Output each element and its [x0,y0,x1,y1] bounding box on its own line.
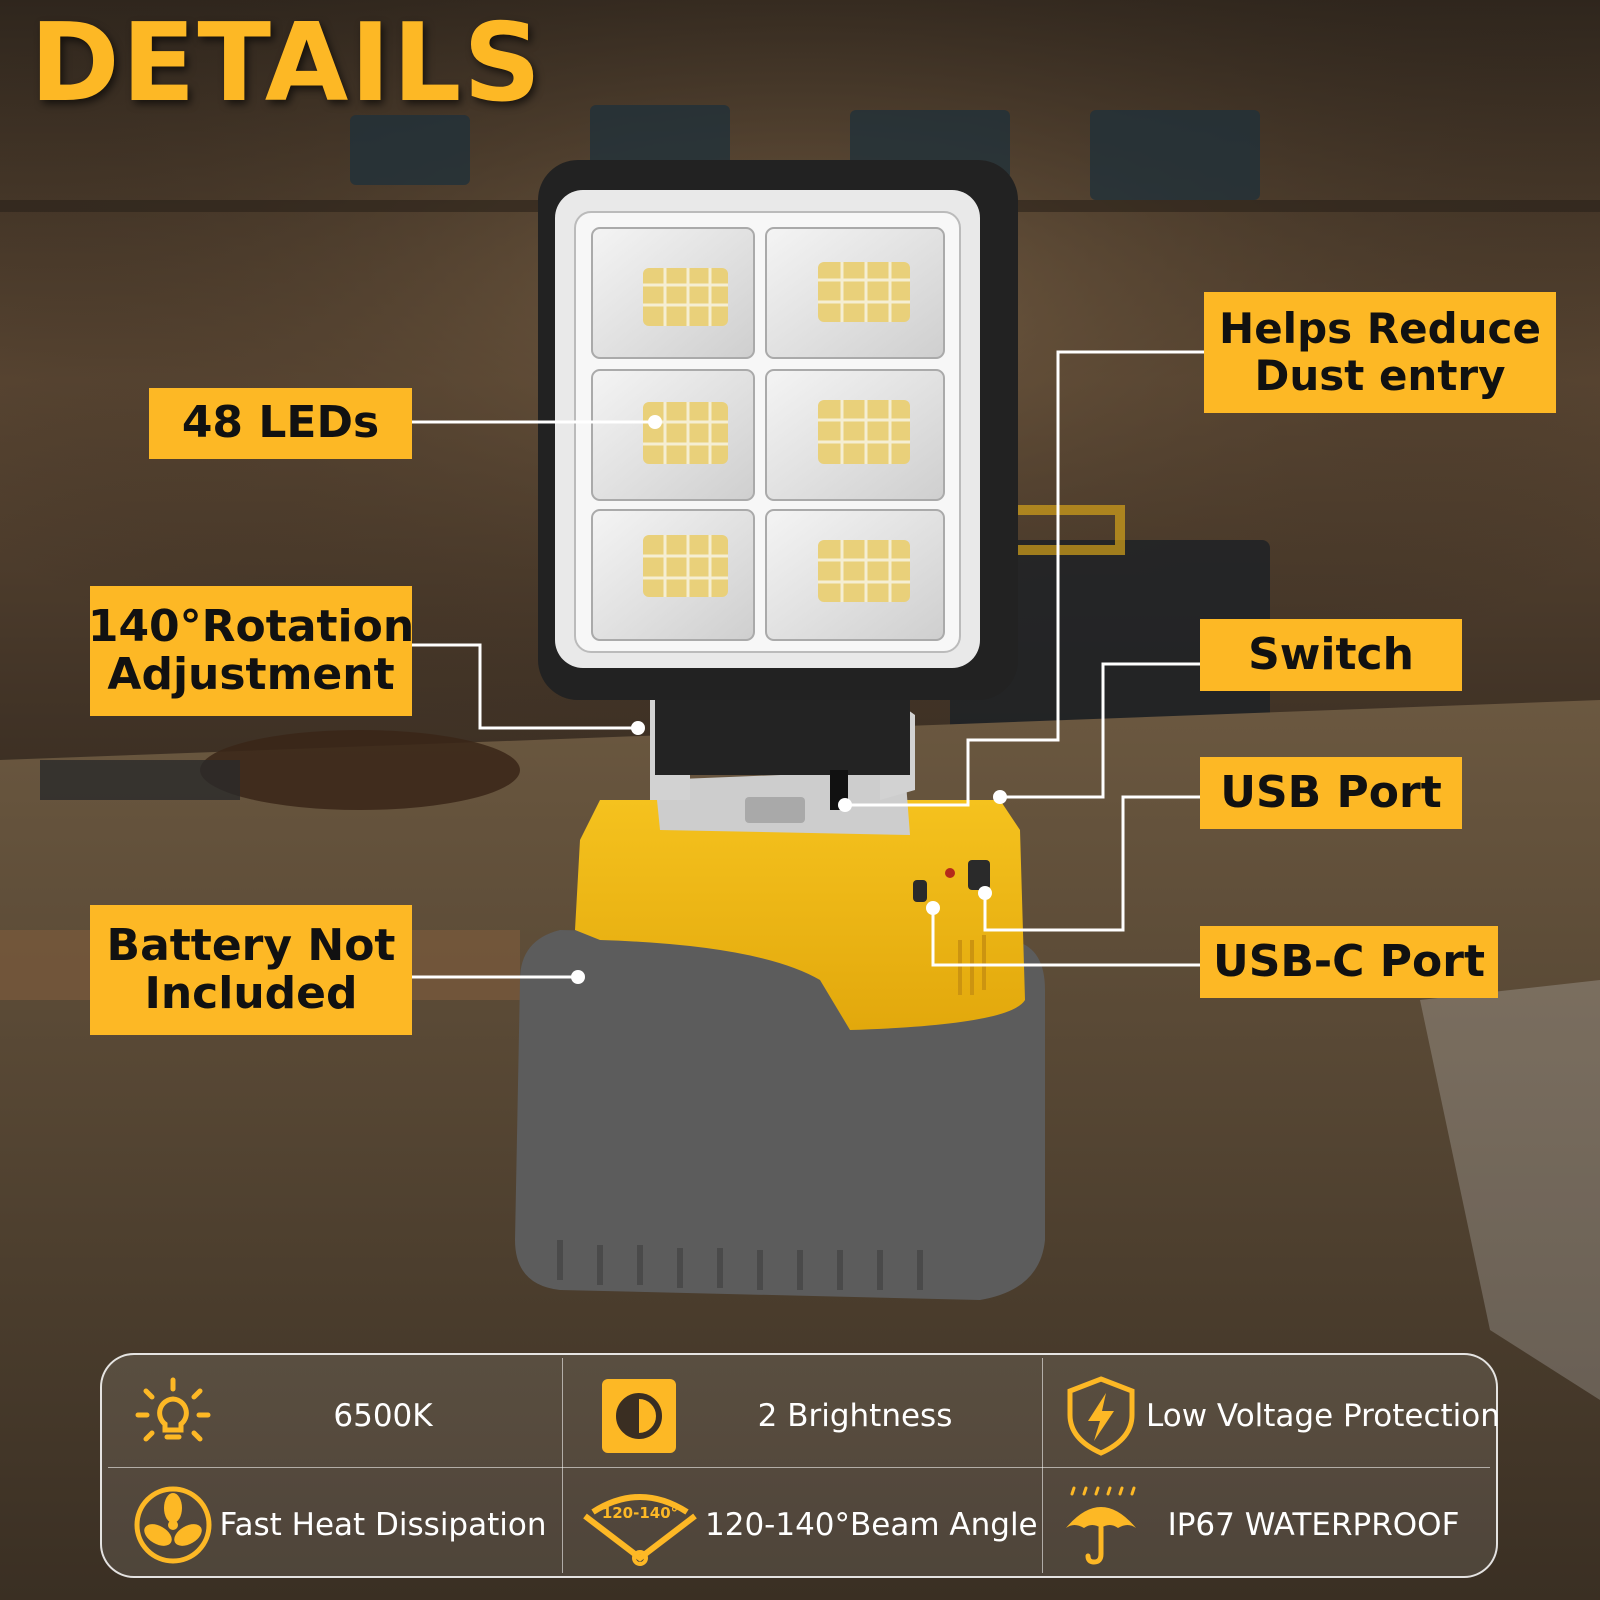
panel-divider [108,1467,1490,1468]
beam-angle-icon-label: 120-140° [602,1504,678,1522]
brightness-icon [598,1375,680,1457]
callout-usb-c-port: USB-C Port [1200,926,1498,998]
feature-label: IP67 WATERPROOF [1167,1507,1460,1543]
feature-label: 2 Brightness [757,1398,953,1434]
feature-beam-angle: 120-140° 120-140°Beam Angle [575,1482,1038,1568]
feature-label: 120-140°Beam Angle [705,1507,1038,1543]
fan-icon [132,1484,214,1566]
callout-48-leds: 48 LEDs [149,388,412,459]
callout-battery-not-included: Battery Not Included [90,905,412,1035]
umbrella-icon [1060,1484,1142,1566]
lightning-shield-icon [1060,1375,1142,1457]
features-panel [100,1353,1498,1578]
callout-dust-entry: Helps Reduce Dust entry [1204,292,1556,413]
feature-brightness: 2 Brightness [598,1373,1030,1459]
callout-rotation-adjustment: 140°Rotation Adjustment [88,586,414,716]
panel-divider [1042,1358,1043,1573]
page-title: DETAILS [30,1,544,126]
feature-label: 6500K [333,1398,433,1434]
bulb-icon [132,1375,214,1457]
feature-ip67-waterproof: IP67 WATERPROOF [1060,1482,1485,1568]
feature-fast-heat-dissipation: Fast Heat Dissipation [132,1482,552,1568]
feature-label: Low Voltage Protection [1146,1398,1500,1434]
beam-angle-icon: 120-140° [575,1484,705,1566]
feature-label: Fast Heat Dissipation [219,1507,547,1543]
callout-usb-port: USB Port [1200,757,1462,829]
callout-switch: Switch [1200,619,1462,691]
feature-low-voltage-protection: Low Voltage Protection [1060,1373,1500,1459]
feature-6500k: 6500K [132,1373,552,1459]
panel-divider [562,1358,563,1573]
